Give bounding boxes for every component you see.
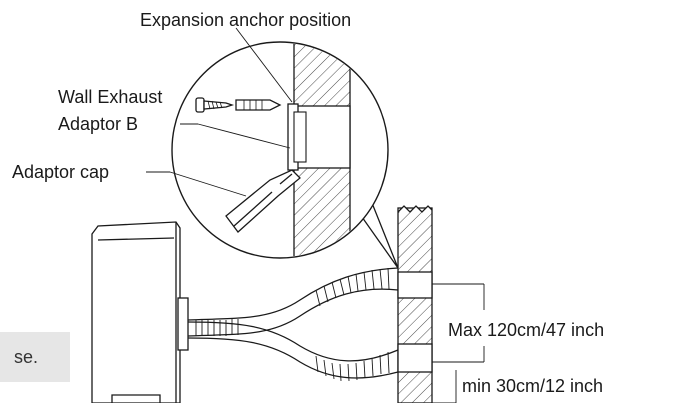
exhaust-hoses xyxy=(187,267,399,382)
expansion-anchor-label: Expansion anchor position xyxy=(140,10,351,30)
wall-exhaust-label-line1: Wall Exhaust xyxy=(58,87,162,107)
detail-magnifier xyxy=(171,41,399,269)
ac-unit xyxy=(91,221,189,403)
min-height-label: min 30cm/12 inch xyxy=(462,376,603,396)
leader-lines xyxy=(146,27,293,197)
screw-icon xyxy=(195,97,235,113)
side-tab: se. xyxy=(0,332,70,382)
anchor-icon xyxy=(235,99,282,111)
detail-wall-section xyxy=(225,43,351,257)
adaptor-cap-label: Adaptor cap xyxy=(12,162,109,182)
wall xyxy=(397,205,433,403)
dimension-lines xyxy=(432,283,485,403)
wall-exhaust-label-line2: Adaptor B xyxy=(58,114,138,134)
max-height-label: Max 120cm/47 inch xyxy=(448,320,604,340)
side-tab-text: se. xyxy=(14,347,39,367)
